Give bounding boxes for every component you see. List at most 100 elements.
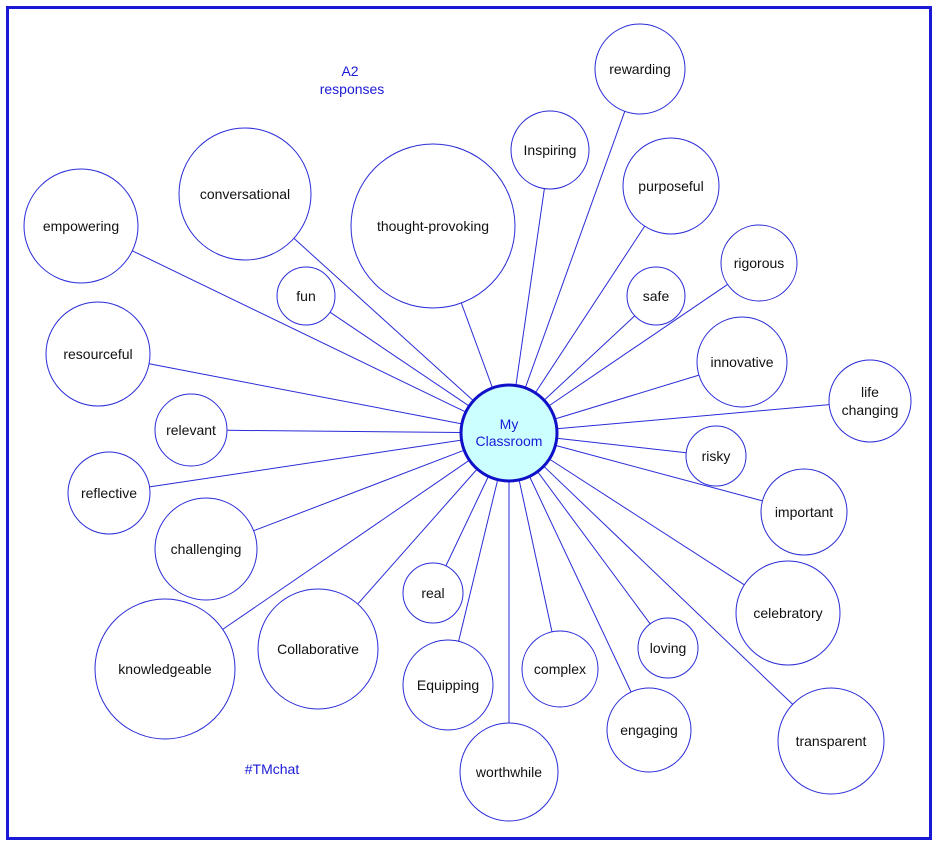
- node-circle-loving: [637, 617, 699, 679]
- node-life-changing: life changing: [828, 359, 912, 443]
- node-label-empowering: empowering: [43, 218, 119, 234]
- connector-real: [445, 476, 489, 567]
- connector-innovative: [554, 374, 700, 420]
- connector-resourceful: [149, 363, 462, 425]
- node-loving: loving: [637, 617, 699, 679]
- node-reflective: reflective: [67, 451, 151, 535]
- node-circle-equipping: [402, 639, 494, 731]
- connector-knowledgeable: [222, 459, 470, 630]
- node-circle-resourceful: [45, 301, 151, 407]
- connector-thought-provoking: [460, 302, 493, 389]
- connector-engaging: [529, 476, 632, 693]
- node-label-reflective: reflective: [81, 485, 137, 501]
- node-circle-purposeful: [622, 137, 720, 235]
- caption-line-2: responses: [320, 81, 385, 97]
- node-resourceful: resourceful: [45, 301, 151, 407]
- node-label-relevant: relevant: [166, 422, 216, 438]
- node-circle-rewarding: [594, 23, 686, 115]
- connector-conversational: [293, 237, 474, 402]
- node-celebratory: celebratory: [735, 560, 841, 666]
- node-circle-fun: [276, 266, 336, 326]
- node-circle-conversational: [178, 127, 312, 261]
- connector-transparent: [543, 465, 794, 705]
- node-label-risky: risky: [702, 448, 731, 464]
- node-label-complex: complex: [534, 661, 586, 677]
- connector-rewarding: [524, 111, 626, 388]
- node-circle-relevant: [154, 393, 228, 467]
- connector-complex: [518, 479, 553, 633]
- connector-fun: [329, 311, 470, 407]
- connector-challenging: [253, 449, 465, 532]
- node-circle-empowering: [23, 168, 139, 284]
- node-worthwhile: worthwhile: [459, 722, 559, 822]
- node-circle-transparent: [777, 687, 885, 795]
- center-label: Classroom: [476, 433, 543, 449]
- connector-rigorous: [548, 283, 728, 407]
- hashtag-label: #TMchat: [245, 761, 300, 777]
- node-challenging: challenging: [154, 497, 258, 601]
- connector-important: [555, 444, 763, 502]
- node-label-challenging: challenging: [171, 541, 242, 557]
- node-circle-rigorous: [720, 224, 798, 302]
- node-rigorous: rigorous: [720, 224, 798, 302]
- node-circle-important: [760, 468, 848, 556]
- node-label-transparent: transparent: [796, 733, 867, 749]
- node-label-resourceful: resourceful: [63, 346, 132, 362]
- node-label-important: important: [775, 504, 833, 520]
- node-thought-provoking: thought-provoking: [350, 143, 516, 309]
- node-label-equipping: Equipping: [417, 677, 479, 693]
- node-circle-safe: [626, 266, 686, 326]
- node-label-real: real: [421, 585, 444, 601]
- node-label-thought-provoking: thought-provoking: [377, 218, 489, 234]
- node-relevant: relevant: [154, 393, 228, 467]
- connector-relevant: [226, 429, 462, 433]
- connector-purposeful: [534, 225, 646, 394]
- node-circle-worthwhile: [459, 722, 559, 822]
- node-label-inspiring: Inspiring: [524, 142, 577, 158]
- connector-safe: [543, 315, 636, 401]
- node-circle-challenging: [154, 497, 258, 601]
- node-label-conversational: conversational: [200, 186, 290, 202]
- connector-empowering: [132, 250, 467, 413]
- node-circle-celebratory: [735, 560, 841, 666]
- node-empowering: empowering: [23, 168, 139, 284]
- center-label: My: [500, 416, 519, 432]
- node-circle-complex: [521, 630, 599, 708]
- node-circle-inspiring: [510, 110, 590, 190]
- node-label-worthwhile: worthwhile: [475, 764, 542, 780]
- node-purposeful: purposeful: [622, 137, 720, 235]
- node-conversational: conversational: [178, 127, 312, 261]
- node-circle-risky: [685, 425, 747, 487]
- node-label-life-changing: life: [861, 384, 879, 400]
- node-label-life-changing: changing: [842, 402, 899, 418]
- node-circle-life-changing: [828, 359, 912, 443]
- node-real: real: [402, 562, 464, 624]
- node-transparent: transparent: [777, 687, 885, 795]
- node-complex: complex: [521, 630, 599, 708]
- node-fun: fun: [276, 266, 336, 326]
- node-engaging: engaging: [606, 687, 692, 773]
- node-label-purposeful: purposeful: [638, 178, 703, 194]
- node-safe: safe: [626, 266, 686, 326]
- node-circle-thought-provoking: [350, 143, 516, 309]
- node-risky: risky: [685, 425, 747, 487]
- node-label-rigorous: rigorous: [734, 255, 785, 271]
- caption-line-1: A2: [341, 63, 358, 79]
- node-circle-real: [402, 562, 464, 624]
- connector-lines: [132, 111, 830, 723]
- node-label-loving: loving: [650, 640, 687, 656]
- node-rewarding: rewarding: [594, 23, 686, 115]
- connector-equipping: [458, 479, 499, 642]
- node-label-innovative: innovative: [710, 354, 773, 370]
- node-circle-engaging: [606, 687, 692, 773]
- connector-risky: [556, 437, 687, 454]
- node-label-fun: fun: [296, 288, 315, 304]
- node-circle-knowledgeable: [94, 598, 236, 740]
- connector-collaborative: [357, 468, 478, 605]
- connector-reflective: [149, 439, 462, 488]
- node-important: important: [760, 468, 848, 556]
- node-circle-innovative: [696, 316, 788, 408]
- node-equipping: Equipping: [402, 639, 494, 731]
- node-inspiring: Inspiring: [510, 110, 590, 190]
